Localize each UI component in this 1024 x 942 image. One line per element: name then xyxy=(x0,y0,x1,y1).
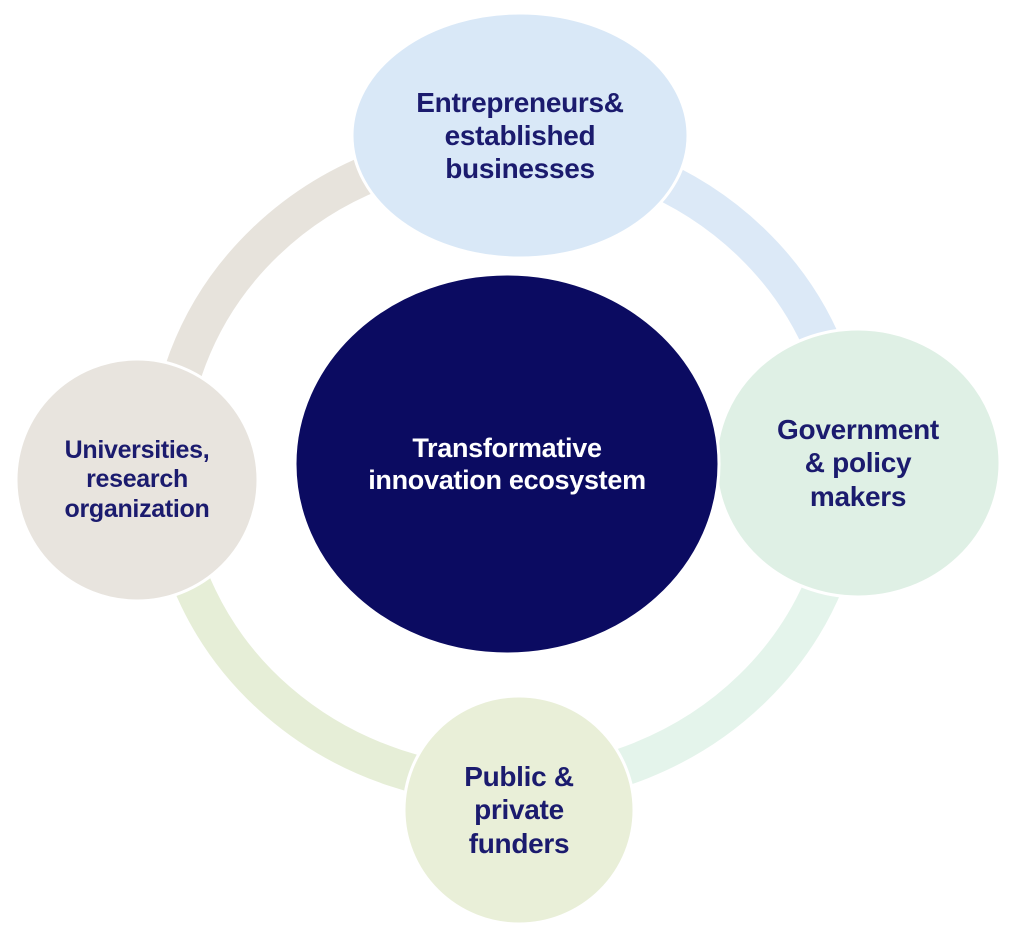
node-circle-universities xyxy=(14,357,260,603)
node-circle-government xyxy=(714,327,1002,599)
node-circle-funders xyxy=(402,694,636,926)
center-circle xyxy=(293,272,721,656)
node-circle-entrepreneurs xyxy=(350,11,690,260)
